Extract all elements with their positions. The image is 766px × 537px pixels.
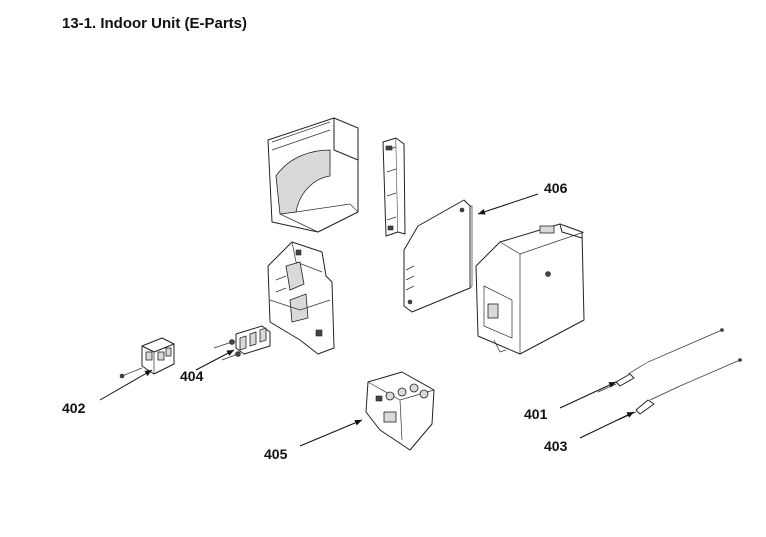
terminal-strip-part — [235, 325, 271, 355]
leader-line-406 — [477, 193, 539, 215]
sensor-403-part — [617, 358, 742, 421]
terminal-block-part — [119, 337, 175, 379]
screws-part — [213, 339, 241, 361]
callout-405: 405 — [264, 446, 288, 462]
callout-401: 401 — [524, 406, 548, 422]
callout-402: 402 — [62, 400, 86, 416]
relay-block-part — [365, 371, 435, 451]
sensor-401-part — [597, 328, 724, 393]
callout-403: 403 — [544, 438, 568, 454]
main-bracket-part — [267, 241, 335, 355]
page-title: 13-1. Indoor Unit (E-Parts) — [62, 15, 248, 32]
leader-line-401 — [559, 381, 617, 409]
control-box-part — [475, 223, 585, 355]
leader-line-403 — [579, 411, 635, 439]
pcb-board-part — [403, 199, 473, 313]
leader-line-405 — [299, 419, 363, 447]
callout-406: 406 — [544, 180, 568, 196]
vertical-bracket-part — [382, 137, 406, 237]
top-cover-part — [267, 117, 359, 233]
leader-line-404 — [195, 349, 235, 371]
callout-404: 404 — [180, 368, 204, 384]
leader-line-402 — [99, 369, 153, 401]
